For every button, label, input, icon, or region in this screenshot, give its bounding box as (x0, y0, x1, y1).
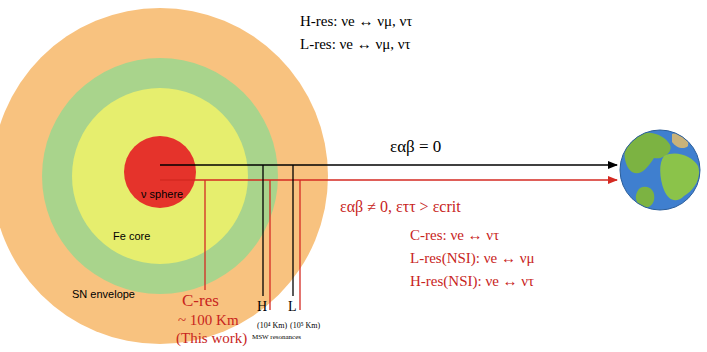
annotation-label: L-res: νe ↔ νμ, ντ (300, 36, 411, 53)
annotation-label: L (288, 299, 297, 315)
nsi-path-arrow (160, 179, 617, 181)
annotation-label: MSW resonances (252, 333, 301, 341)
region-circle: Fe core ν sphere (72, 88, 248, 264)
globe-ocean (620, 130, 700, 210)
region-circle: SN envelope Fe core ν sphere (0, 8, 328, 344)
region-fill (124, 136, 196, 208)
text-slot: ~ 100 Km (178, 311, 239, 329)
layer-ring (42, 58, 278, 294)
annotation-label: ~ 100 Km (178, 312, 239, 329)
annotation-label: L-res(NSI): νe ↔ νμ (410, 250, 535, 267)
region-fill (72, 88, 248, 264)
region-label: Fe core (113, 230, 150, 243)
text-slot: L-res: νe ↔ νμ, ντ (300, 35, 411, 53)
l-nsi-resonance-line (299, 180, 300, 310)
annotation-label: (10⁵ Km) (290, 321, 320, 330)
text-slot: H-res(NSI): νe ↔ ντ (410, 272, 534, 290)
text-slot: (This work) (176, 329, 247, 347)
text-slot: L-res(NSI): νe ↔ νμ (410, 249, 535, 267)
annotation-label: (10⁴ Km) (257, 321, 287, 330)
region-label: ν sphere (141, 188, 183, 201)
annotation-label: (This work) (176, 330, 247, 347)
text-slot: (10⁴ Km) (257, 314, 287, 332)
text-slot: C-res: νe ↔ ντ (410, 226, 499, 244)
text-slot: SN envelope (72, 284, 135, 302)
text-slot: (10⁵ Km) (290, 314, 320, 332)
text-slot: Fe core (113, 226, 150, 244)
annotation-label: H (257, 299, 267, 315)
annotation-label: C-res: νe ↔ ντ (410, 227, 499, 244)
h-nsi-resonance-line (269, 180, 270, 310)
annotation-label: εαβ = 0 (390, 137, 441, 157)
text-slot: L (288, 297, 297, 315)
text-slot: H-res: νe ↔ νμ, ντ (300, 12, 412, 30)
globe-rim (620, 130, 700, 210)
annotation-label: C-res (182, 291, 219, 311)
annotation-label: εαβ ≠ 0, εττ > εcrit (340, 198, 461, 216)
h-resonance-line (262, 165, 263, 296)
text-slot: ν sphere (141, 184, 183, 202)
c-resonance-line (204, 180, 205, 290)
standard-path-arrow (160, 164, 617, 166)
globe-land (660, 154, 699, 201)
text-slot: εαβ = 0 (390, 137, 441, 157)
annotation-label: H-res: νe ↔ νμ, ντ (300, 13, 412, 30)
text-slot: H (257, 297, 267, 315)
l-resonance-line (292, 165, 293, 296)
earth-globe (620, 130, 700, 210)
text-slot: εαβ ≠ 0, εττ > εcrit (340, 198, 461, 216)
region-label: SN envelope (72, 288, 135, 301)
region-fill (0, 8, 328, 344)
text-slot: C-res (182, 291, 219, 311)
annotation-label: H-res(NSI): νe ↔ ντ (410, 273, 534, 290)
region-circle: ν sphere (124, 136, 196, 208)
